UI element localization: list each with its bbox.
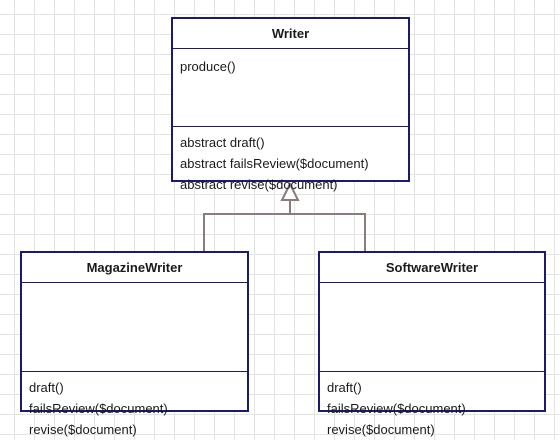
operation-row: draft(): [29, 380, 64, 395]
class-softwarewriter[interactable]: SoftwareWriter draft() failsReview($docu…: [318, 251, 546, 437]
class-attributes: produce(): [173, 49, 408, 127]
operation-row: failsReview($document): [29, 401, 168, 416]
class-operations: draft() failsReview($document) revise($d…: [320, 372, 544, 440]
class-name: SoftwareWriter: [320, 253, 544, 283]
attribute-row: produce(): [180, 59, 236, 74]
generalization-line-softwarewriter: [290, 213, 366, 251]
class-operations: draft() failsReview($document) revise($d…: [22, 372, 247, 440]
class-magazinewriter[interactable]: MagazineWriter draft() failsReview($docu…: [20, 251, 249, 437]
class-attributes: [320, 283, 544, 372]
operation-row: draft(): [327, 380, 362, 395]
class-name: MagazineWriter: [22, 253, 247, 283]
operation-row: failsReview($document): [327, 401, 466, 416]
class-attributes: [22, 283, 247, 372]
operation-row: abstract revise($document): [180, 177, 338, 192]
class-name: Writer: [173, 19, 408, 49]
class-writer[interactable]: Writer produce() abstract draft() abstra…: [171, 17, 410, 192]
class-operations: abstract draft() abstract failsReview($d…: [173, 127, 408, 195]
operation-row: revise($document): [327, 422, 435, 437]
operation-row: revise($document): [29, 422, 137, 437]
generalization-line-magazinewriter: [203, 200, 291, 251]
operation-row: abstract draft(): [180, 135, 265, 150]
inheritance-arrowhead-icon: [280, 181, 300, 201]
operation-row: abstract failsReview($document): [180, 156, 369, 171]
